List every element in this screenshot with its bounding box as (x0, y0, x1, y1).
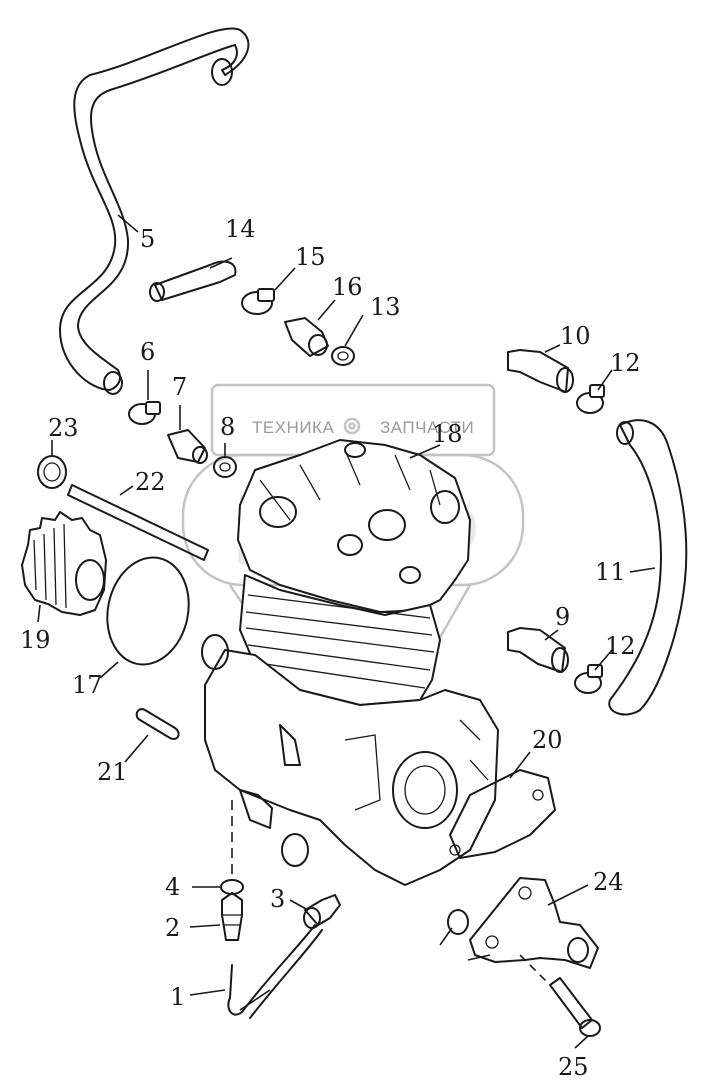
leader-3 (289, 899, 309, 911)
callout-16: 16 (332, 273, 363, 301)
clamp-part-15 (241, 288, 275, 315)
fitting-part-2 (221, 892, 243, 941)
callout-8: 8 (220, 413, 235, 441)
callout-15: 15 (295, 243, 326, 271)
gear-icon (343, 417, 361, 435)
fitting-part-3 (303, 894, 341, 929)
leader-20 (509, 751, 531, 779)
leader-12-upper (597, 369, 613, 391)
callout-9: 9 (555, 603, 570, 631)
callout-23: 23 (48, 414, 79, 442)
o-ring-part-17 (106, 556, 190, 666)
callout-10: 10 (560, 322, 591, 350)
shaft-part-22 (67, 484, 209, 561)
callout-24: 24 (593, 868, 624, 896)
callout-4: 4 (165, 873, 180, 901)
leader-2 (189, 924, 221, 928)
leader-14 (209, 257, 233, 269)
cap-part-23 (37, 455, 67, 489)
bolt-part-25 (549, 977, 601, 1037)
washer-part-4 (220, 879, 244, 895)
fitting-part-10 (507, 349, 574, 393)
callout-11: 11 (595, 558, 626, 586)
gear-part-19 (21, 511, 107, 616)
washer-part-13 (331, 346, 355, 366)
leader-1 (189, 989, 226, 996)
watermark-right-text: ЗАПЧАСТИ (380, 418, 474, 437)
leader-axis-25 (519, 954, 551, 986)
leader-10 (544, 344, 561, 353)
bushing-part (447, 909, 469, 935)
callout-1: 1 (170, 983, 185, 1011)
leader-13 (344, 314, 364, 347)
callout-numbers: 1 2 3 4 5 6 7 8 9 10 11 12 12 13 14 15 1… (20, 215, 641, 1080)
callout-12-lower: 12 (605, 632, 636, 660)
leader-bushing-2 (467, 954, 491, 961)
leader-pipe-lower (239, 989, 271, 1011)
callout-21: 21 (97, 758, 128, 786)
clamp-part-12-upper (576, 384, 605, 414)
leader-lines (37, 214, 656, 1049)
callout-13: 13 (370, 293, 401, 321)
leader-17 (99, 661, 119, 679)
washer-part-8 (213, 456, 237, 478)
callout-2: 2 (165, 914, 180, 942)
pin-part-21 (135, 708, 180, 740)
clamp-part-12-lower (574, 664, 603, 694)
leader-9 (544, 629, 559, 641)
watermark-left-text: ТЕХНИКА (252, 418, 334, 437)
callout-5: 5 (140, 225, 155, 253)
callout-3: 3 (270, 885, 285, 913)
callout-22: 22 (135, 468, 166, 496)
leader-25 (574, 1035, 589, 1049)
clamp-part-6 (128, 401, 161, 425)
pipe-part-1 (227, 924, 323, 1019)
fitting-part-7 (167, 429, 208, 464)
leader-24 (547, 884, 589, 906)
leader-bushing (439, 927, 453, 946)
leader-5 (117, 214, 139, 233)
leader-16 (317, 299, 336, 321)
hose-part-11 (608, 419, 688, 716)
callout-17: 17 (72, 671, 103, 699)
callout-20: 20 (532, 726, 563, 754)
leader-15 (274, 267, 296, 291)
callout-18: 18 (432, 420, 463, 448)
leader-21 (124, 734, 149, 763)
leader-11 (629, 567, 656, 573)
fitting-part-16 (284, 317, 329, 357)
callout-14: 14 (225, 215, 256, 243)
leader-19 (37, 604, 41, 623)
callout-7: 7 (172, 373, 187, 401)
leader-12-lower (594, 649, 613, 671)
callout-12-upper: 12 (610, 349, 641, 377)
hose-part-5 (59, 27, 250, 395)
fitting-part-9 (507, 627, 569, 673)
bracket-part-24 (469, 877, 599, 969)
callout-25: 25 (558, 1053, 589, 1080)
callout-6: 6 (140, 338, 155, 366)
gasket-part-20 (449, 769, 556, 859)
compressor-body-part-18 (201, 439, 499, 886)
leader-22 (119, 485, 134, 496)
hose-part-14 (149, 260, 237, 302)
leader-18 (409, 444, 441, 459)
callout-19: 19 (20, 626, 51, 654)
